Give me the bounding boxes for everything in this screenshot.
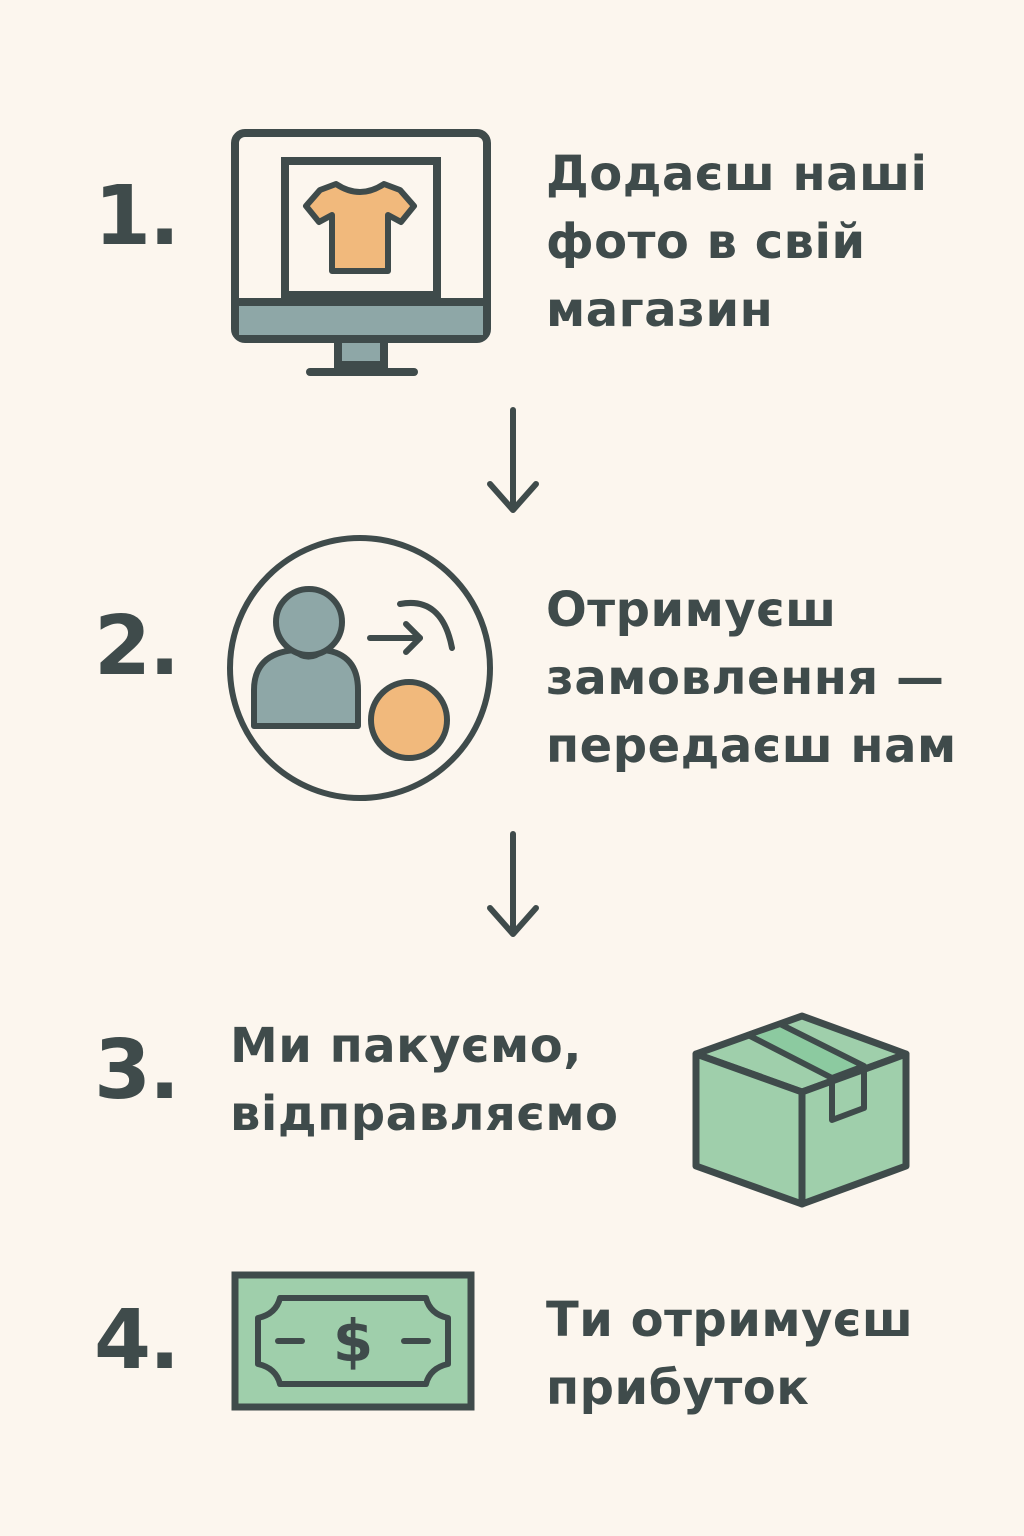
step-1-text-line: магазин (546, 282, 774, 338)
step-4-text-line: Ти отримуєш (546, 1292, 914, 1348)
step-2-text-line: передаєш нам (546, 718, 957, 774)
step-3-number: 3. (94, 1023, 180, 1118)
step-3-text-line: Ми пакуємо, (230, 1018, 582, 1074)
step-4-text: Ти отримуєш прибуток (546, 1286, 913, 1422)
step-2-number: 2. (94, 599, 180, 694)
money-bill-icon: $ (230, 1270, 476, 1412)
step-1-number: 1. (94, 169, 180, 264)
monitor-shirt-icon (228, 126, 494, 378)
step-2-text: Отримуєш замовлення — передаєш нам (546, 576, 957, 780)
customer-order-icon (224, 532, 496, 804)
box-icon (690, 1010, 912, 1210)
down-arrow-icon (484, 406, 542, 518)
down-arrow-icon (484, 830, 542, 942)
step-2-text-line: замовлення — (546, 650, 945, 706)
step-1-text-line: фото в свій (546, 214, 866, 270)
step-1-text-line: Додаєш наші (546, 146, 928, 202)
step-1-text: Додаєш наші фото в свій магазин (546, 140, 928, 344)
step-3-text: Ми пакуємо, відправляємо (230, 1012, 619, 1148)
step-4-text-line: прибуток (546, 1360, 810, 1416)
step-2-text-line: Отримуєш (546, 582, 837, 638)
step-4-number: 4. (94, 1293, 180, 1388)
svg-text:$: $ (333, 1307, 373, 1375)
step-3-text-line: відправляємо (230, 1086, 619, 1142)
